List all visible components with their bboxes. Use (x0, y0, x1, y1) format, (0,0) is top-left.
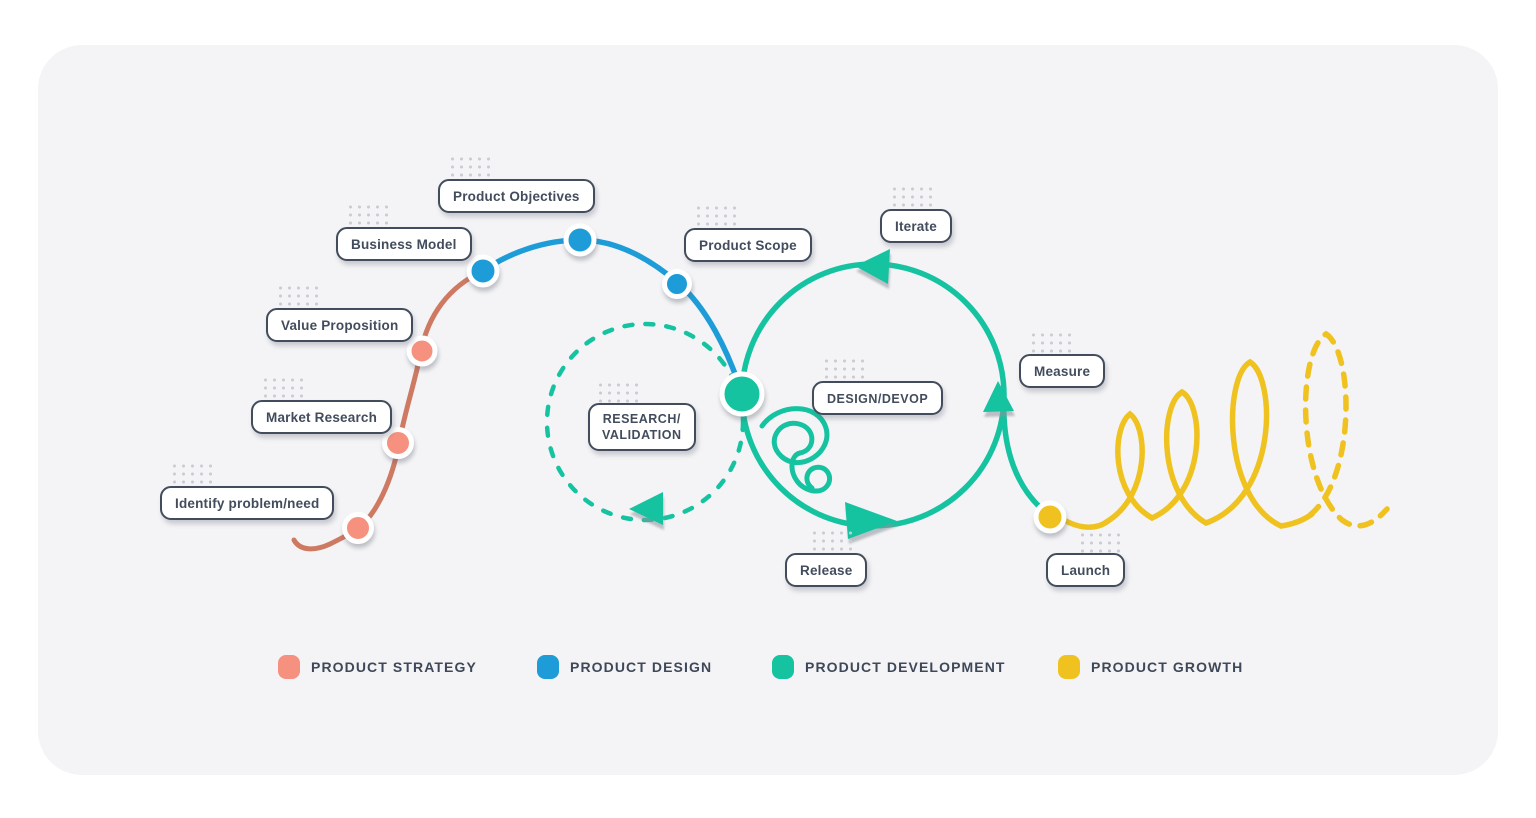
dot-grid-decoration (694, 204, 736, 226)
measure-label: Measure (1019, 354, 1106, 388)
research-arrow-icon (629, 492, 663, 525)
launch-label: Launch (1046, 553, 1126, 587)
legend-label: PRODUCT GROWTH (1091, 659, 1244, 675)
identify-node (342, 512, 374, 544)
value-proposition-node (406, 335, 438, 367)
dot-grid-decoration (810, 529, 852, 551)
market-research-node (382, 427, 414, 459)
legend-item-product-growth: PRODUCT GROWTH (1058, 655, 1243, 679)
iterate-arrow-icon (855, 249, 890, 284)
legend-item-product-design: PRODUCT DESIGN (537, 655, 712, 679)
dot-grid-decoration (276, 284, 318, 306)
dot-grid-decoration (1029, 331, 1071, 353)
design-swatch-icon (537, 655, 559, 679)
growth-spiral-curve (1059, 358, 1315, 530)
business-model-label: Business Model (336, 227, 472, 261)
legend-label: PRODUCT DESIGN (570, 659, 713, 675)
iterate-label: Iterate (880, 209, 952, 243)
dot-grid-decoration (448, 155, 490, 177)
legend-label: PRODUCT DEVELOPMENT (805, 659, 1006, 675)
value-proposition-label: Value Proposition (266, 308, 414, 342)
development-to-launch-curve (1001, 395, 1052, 518)
design-curve (480, 237, 745, 397)
identify-label: Identify problem/need (160, 486, 335, 520)
development-squiggle (759, 406, 833, 494)
product-scope-label: Product Scope (684, 228, 812, 262)
design-devop-label: DESIGN/DEVOP (812, 381, 944, 415)
development-swatch-icon (772, 655, 794, 679)
dot-grid-decoration (596, 381, 638, 403)
legend: PRODUCT STRATEGY PRODUCT DESIGN PRODUCT … (0, 655, 1536, 681)
legend-item-product-strategy: PRODUCT STRATEGY (278, 655, 477, 679)
market-research-label: Market Research (251, 400, 393, 434)
strategy-swatch-icon (278, 655, 300, 679)
dot-grid-decoration (346, 203, 388, 225)
dot-grid-decoration (822, 357, 864, 379)
dot-grid-decoration (170, 462, 212, 484)
measure-arrow-icon (983, 381, 1014, 412)
dot-grid-decoration (1078, 531, 1120, 553)
dot-grid-decoration (261, 376, 303, 398)
product-objectives-node (563, 223, 597, 257)
research-validation-label: RESEARCH/ VALIDATION (588, 403, 696, 451)
legend-label: PRODUCT STRATEGY (311, 659, 477, 675)
release-label: Release (785, 553, 868, 587)
product-scope-node (662, 269, 692, 299)
strategy-curve (291, 268, 486, 552)
growth-spiral-dashed-curve (1302, 330, 1390, 529)
launch-node (1033, 500, 1067, 534)
product-objectives-label: Product Objectives (438, 179, 595, 213)
development-hub-node (719, 371, 765, 417)
legend-item-product-development: PRODUCT DEVELOPMENT (772, 655, 1006, 679)
dot-grid-decoration (890, 185, 932, 207)
release-arrow-icon (845, 502, 897, 539)
business-model-node (466, 254, 500, 288)
growth-swatch-icon (1058, 655, 1080, 679)
